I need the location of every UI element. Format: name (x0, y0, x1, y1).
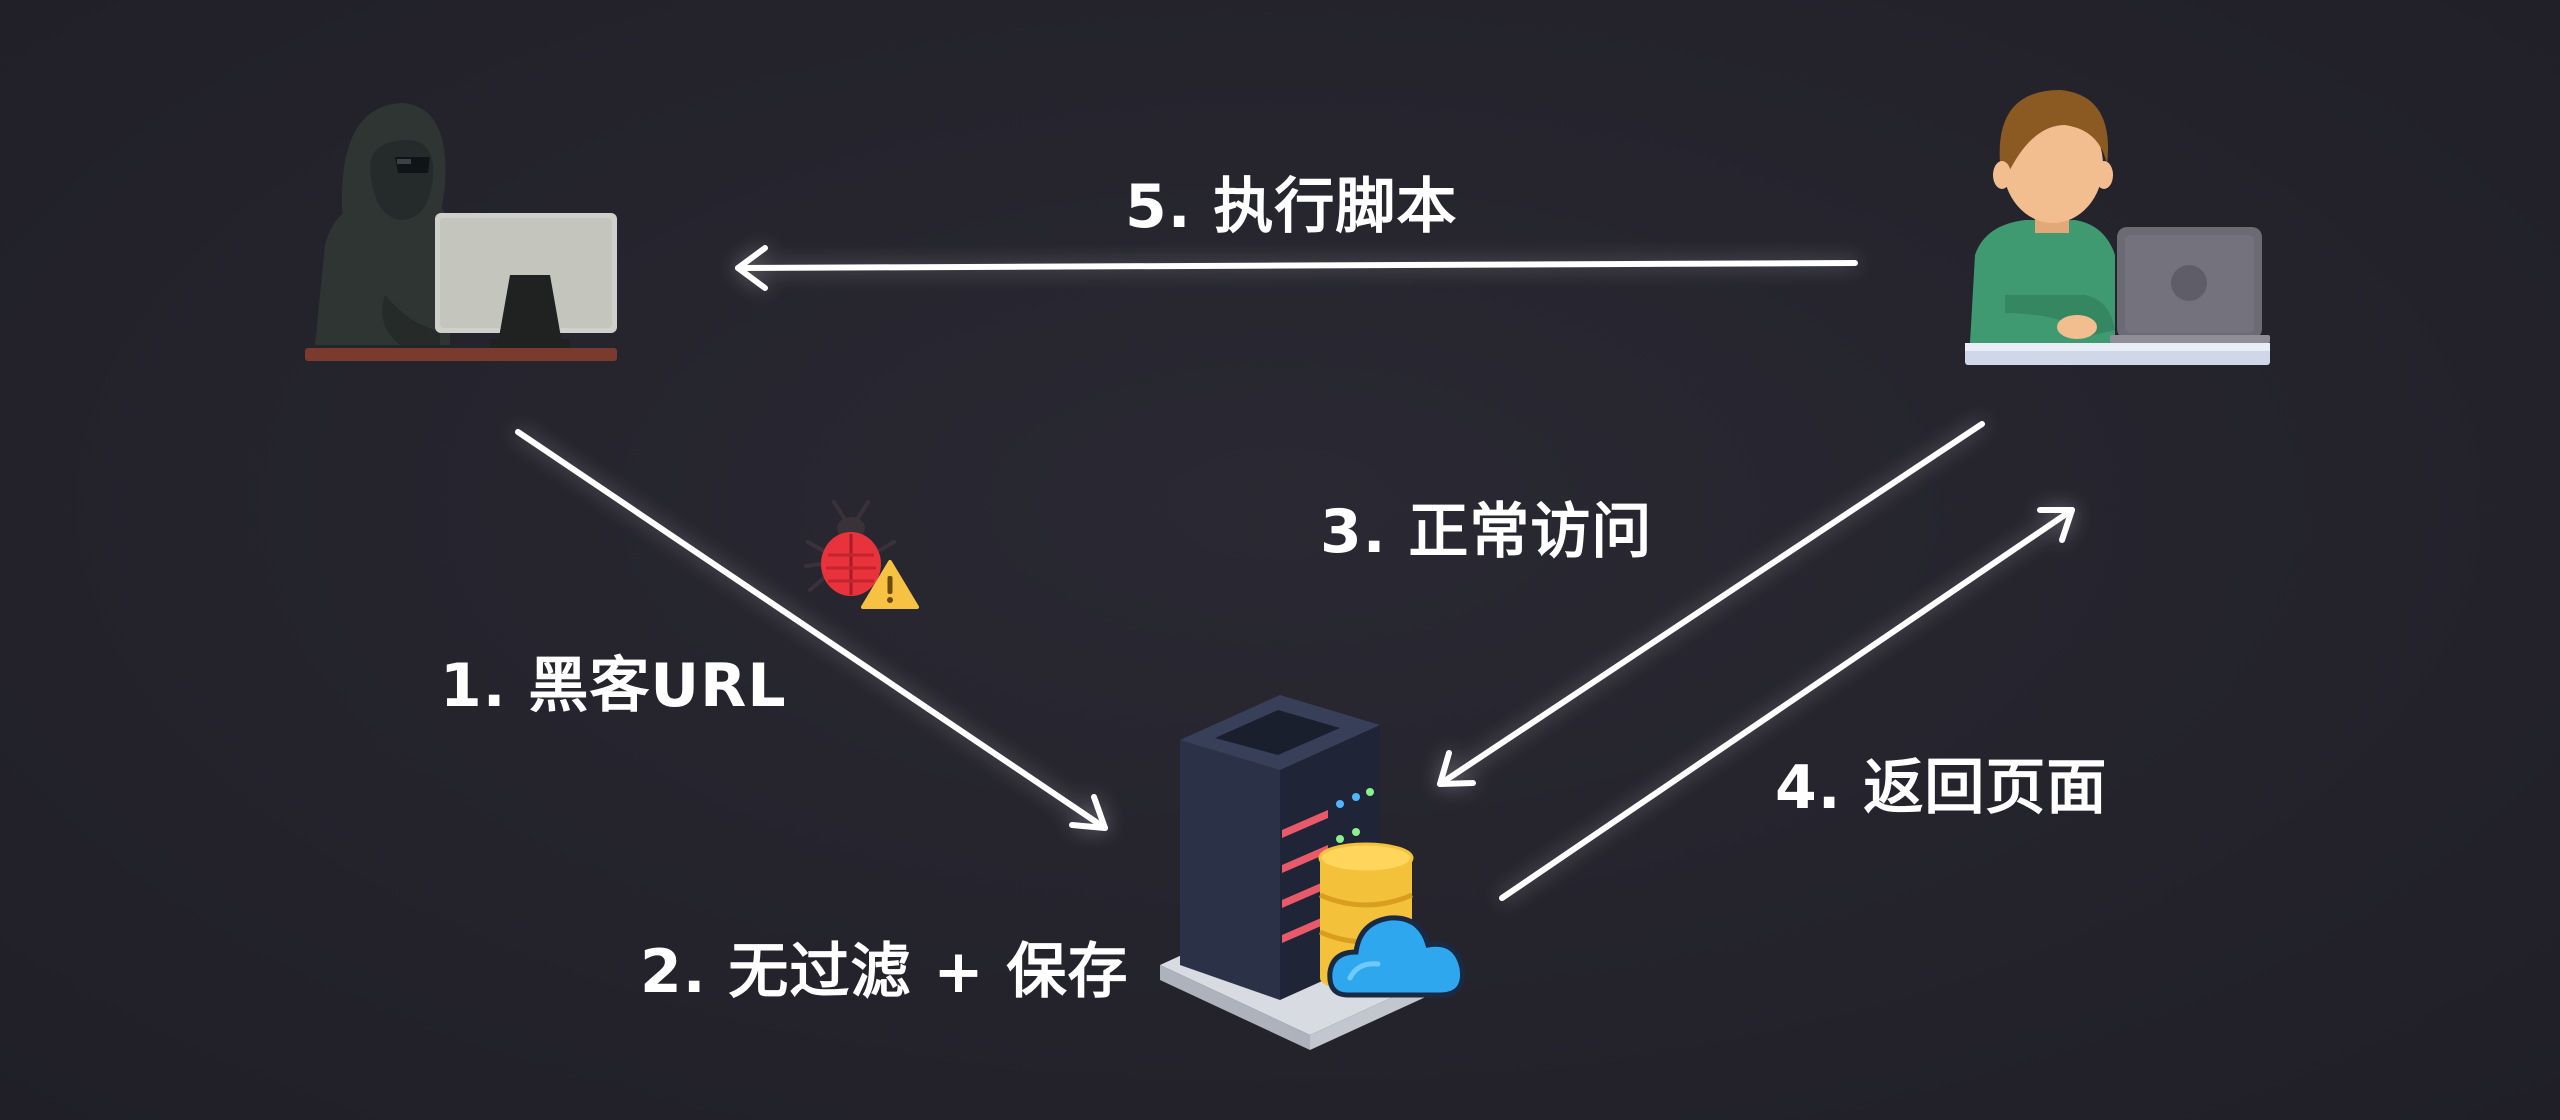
bug-warning-icon (804, 500, 919, 609)
server-icon (1160, 695, 1466, 1050)
arrow-step1 (515, 429, 1108, 831)
hacker-icon (305, 103, 617, 361)
step3-label: 3. 正常访问 (1320, 497, 1653, 567)
arrow-step4 (1499, 507, 2075, 901)
cloud-icon (1327, 915, 1466, 998)
user-icon (1965, 90, 2270, 365)
step4-label: 4. 返回页面 (1775, 753, 2108, 823)
arrow-step5 (735, 245, 1858, 291)
step2-label: 2. 无过滤 + 保存 (640, 937, 1129, 1007)
step5-label: 5. 执行脚本 (1125, 172, 1458, 242)
step1-label: 1. 黑客URL (440, 651, 787, 721)
arrow-step3 (1437, 421, 1985, 787)
